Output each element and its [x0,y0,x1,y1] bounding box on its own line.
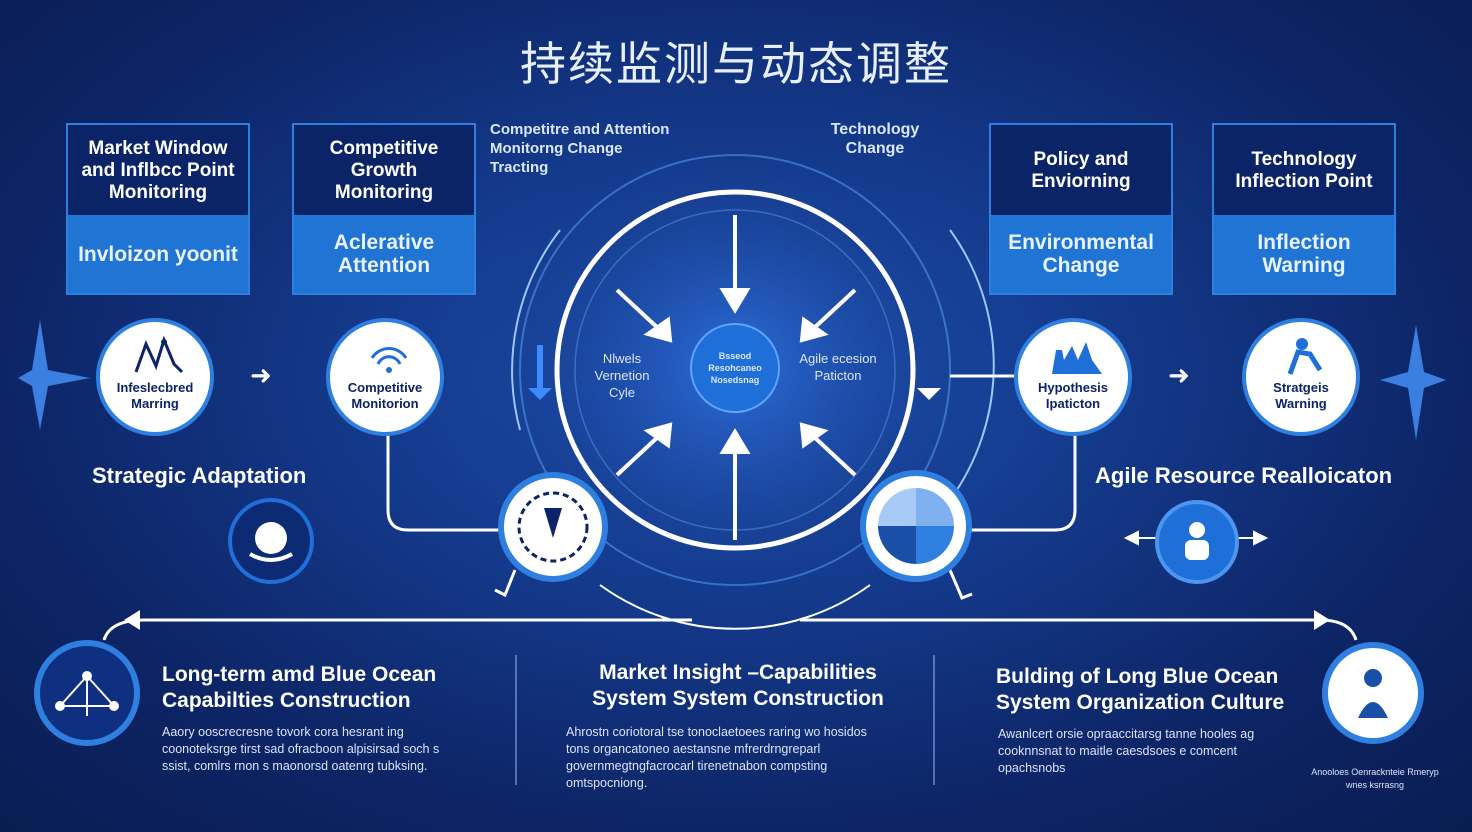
person-icon [1155,500,1239,584]
section-strategic-adaptation: Strategic Adaptation [92,463,307,488]
node-strategic-warning: Stratgeis Warning [1242,318,1360,436]
bottom-left-arrow [102,618,692,641]
gear-figure-icon [498,472,608,582]
right-arc [949,229,995,501]
right-connector [965,435,1077,532]
technology-change-label: Technology Change [830,121,920,157]
hub-main-ring [554,189,916,551]
bottom-right-body: Awanlcert orsie opraaccitarsg tanne hool… [998,727,1255,775]
node-label: Infeslecbred Marring [116,380,194,411]
bottom-right-arrow [800,618,1358,641]
hub-outer-ring [519,154,951,586]
right-arrow-icon: ➜ [1168,360,1190,390]
factory-icon [1052,342,1102,374]
bottom-left-title: Long-term amd Blue Ocean Capabilties Con… [162,663,437,712]
card-bottom-label: Aclerative Attention [294,215,474,293]
card-top-label: Market Window and Inflbcc Point Monitori… [68,125,248,217]
corner-caption: Anooloes Oenracknteie Rmeryp wnes ksrras… [1311,767,1439,790]
right-arrowhead [917,388,941,400]
left-blue-arrowhead [528,388,552,400]
pulse-chart-icon [134,336,184,374]
node-label: Competitive Monitorion [347,380,423,411]
card-bottom-label: Environmental Change [991,215,1171,293]
card-technology-inflection: Technology Inflection Point Inflection W… [1212,123,1396,295]
card-top-label: Technology Inflection Point [1214,125,1394,217]
bottom-center-body: Ahrostn coriotoral tse tonoclaetoees rar… [566,725,867,790]
hub-arrows [615,215,857,540]
card-top-label: Competitive Growth Monitoring [294,125,474,217]
page-title: 持续监测与动态调整 [520,37,952,91]
bottom-arc [599,584,871,630]
node-label: Stratgeis Warning [1273,380,1329,411]
section-agile-resource: Agile Resource Realloicaton [1095,463,1393,488]
card-bottom-label: Inflection Warning [1214,215,1394,293]
hub-center [690,323,780,413]
hands-icon [228,498,314,584]
card-competitive-growth: Competitive Growth Monitoring Aclerative… [292,123,476,295]
left-star [18,320,90,430]
hub-center-label: Bsseod Resohcaneo Nosedsnag [708,351,762,385]
bottom-center-title: Market Insight –Capabilities System Syst… [592,661,884,710]
left-inner-label: Nlwels Vernetion Cyle [594,351,650,400]
competitive-attention-label: Competitre and Attention Monitorng Chang… [490,121,670,176]
network-icon [34,640,140,746]
pie-chart-icon [860,470,972,582]
statue-icon [1322,642,1424,744]
bottom-right-title: Bulding of Long Blue Ocean System Organi… [996,665,1285,714]
left-connector [386,435,505,532]
card-bottom-label: Invloizon yoonit [68,215,248,293]
figure-icon [1287,338,1323,375]
node-hypothesis: Hypothesis Ipaticton [1014,318,1132,436]
right-inner-label: Agile ecesion Paticton [799,351,877,383]
bottom-left-body: Aaory ooscrecresne tovork cora hesrant i… [162,725,440,773]
wifi-signal-icon [370,347,408,373]
left-arc [511,229,561,431]
card-policy: Policy and Enviorning Environmental Chan… [989,123,1173,295]
card-market-window: Market Window and Inflbcc Point Monitori… [66,123,250,295]
card-top-label: Policy and Enviorning [991,125,1171,217]
node-competitive-monitorion: Competitive Monitorion [326,318,444,436]
node-infeslecbred: Infeslecbred Marring [96,318,214,436]
right-arrow-icon: ➜ [250,360,272,390]
right-star [1380,325,1446,440]
node-label: Hypothesis Ipaticton [1037,380,1109,411]
